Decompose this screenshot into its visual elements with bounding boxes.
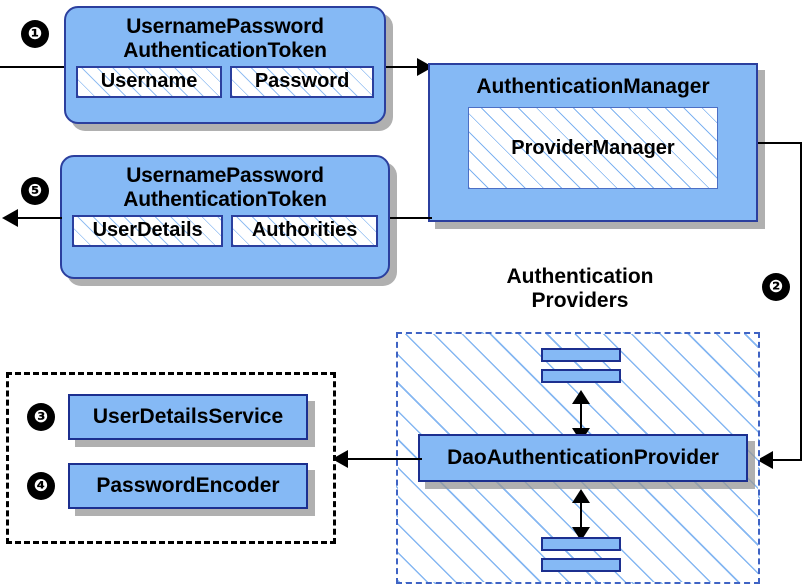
- providers-zone-title-line1: Authentication: [506, 265, 654, 288]
- connector-manager-down: [800, 142, 802, 460]
- authentication-manager-title: AuthenticationManager: [476, 75, 710, 98]
- response-token-title-line1: UsernamePassword: [126, 164, 324, 187]
- dao-authentication-provider-card: DaoAuthenticationProvider: [418, 434, 748, 482]
- step-marker-1: ❶: [22, 21, 48, 47]
- connector-top-bars-to-provider: [580, 394, 582, 436]
- request-token-title-line1: UsernamePassword: [126, 15, 324, 38]
- step-marker-5: ❺: [22, 178, 48, 204]
- response-token-slot-authorities: Authorities: [231, 215, 378, 248]
- request-token-slot-password: Password: [230, 66, 375, 99]
- connector-provider-to-collaborators: [346, 458, 422, 460]
- response-token-card: UsernamePassword AuthenticationToken Use…: [60, 155, 390, 279]
- request-token-slot-username: Username: [76, 66, 223, 99]
- step-marker-3: ❸: [28, 404, 54, 430]
- connector-into-provider: [770, 459, 802, 461]
- arrowhead-up-to-top-bars: [572, 390, 590, 404]
- response-token-title-line2: AuthenticationToken: [123, 187, 327, 211]
- providers-zone-title-line2: Providers: [531, 288, 629, 312]
- connector-provider-to-bottom-bars: [580, 493, 582, 535]
- arrowhead-to-collaborators: [332, 450, 348, 468]
- provider-placeholder-bar-top-1: [541, 348, 621, 362]
- arrowhead-up-to-provider: [572, 489, 590, 503]
- connector-manager-to-response: [390, 217, 432, 219]
- providers-zone-title: Authentication Providers: [462, 265, 698, 312]
- connector-request-inbound: [0, 66, 66, 68]
- response-token-slot-userdetails: UserDetails: [72, 215, 224, 248]
- provider-placeholder-bar-bottom-2: [541, 558, 621, 572]
- step-marker-4: ❹: [28, 473, 54, 499]
- arrowhead-response-outbound: [2, 209, 18, 227]
- user-details-service-card: UserDetailsService: [68, 394, 308, 440]
- authentication-manager-card: AuthenticationManager ProviderManager: [428, 63, 758, 222]
- connector-manager-right-stub: [758, 142, 802, 144]
- request-token-title: UsernamePassword AuthenticationToken: [66, 8, 384, 62]
- arrowhead-into-provider: [757, 451, 773, 469]
- request-token-title-line2: AuthenticationToken: [123, 38, 327, 62]
- request-token-slots: Username Password: [66, 62, 384, 99]
- password-encoder-card: PasswordEncoder: [68, 463, 308, 509]
- connector-token-to-manager: [386, 66, 420, 68]
- connector-response-outbound: [16, 217, 62, 219]
- step-marker-2: ❷: [763, 274, 789, 300]
- response-token-title: UsernamePassword AuthenticationToken: [62, 157, 388, 211]
- provider-manager-box: ProviderManager: [468, 107, 718, 189]
- provider-placeholder-bar-top-2: [541, 369, 621, 383]
- provider-placeholder-bar-bottom-1: [541, 537, 621, 551]
- response-token-slots: UserDetails Authorities: [62, 211, 388, 248]
- request-token-card: UsernamePassword AuthenticationToken Use…: [64, 6, 386, 124]
